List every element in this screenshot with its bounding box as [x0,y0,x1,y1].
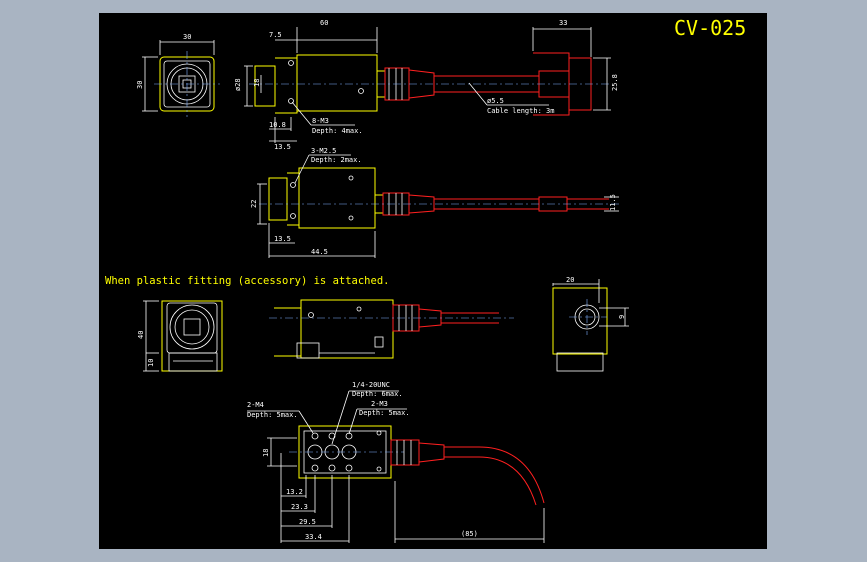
dim-acc-width: 20 [566,276,574,284]
dim-bot-29-5: 29.5 [299,518,316,526]
dim-side-height: 22 [250,200,258,208]
label-cable-length: Cable length: 3m [487,107,554,115]
label-m3-depth: Depth: 4max. [312,127,363,135]
dim-10-8: 10.8 [269,121,286,129]
dim-bot-13-2: 13.2 [286,488,303,496]
accessory-note: When plastic fitting (accessory) is atta… [105,275,389,287]
accessory-side-view [269,299,514,359]
label-m3b-depth: Depth: 5max. [359,409,410,417]
label-m25-depth: Depth: 2max. [311,156,362,164]
dim-13-5: 13.5 [274,143,291,151]
dim-front-width: 30 [183,33,191,41]
accessory-rear-view: 20 9 [552,276,629,372]
top-view-body: 60 7.5 ø28 18 10.8 13.5 8-M3 Depth: 4max… [234,19,619,151]
dim-connector-width: 33 [559,19,567,27]
label-m3-holes: 8-M3 [312,117,329,125]
label-m25-holes: 3-M2.5 [311,147,336,155]
dim-18: 18 [253,79,261,87]
accessory-front-view: 40 10 [137,300,223,372]
drawing-title: CV-025 [674,16,746,40]
label-m4-holes: 2-M4 [247,401,264,409]
dim-bot-23-3: 23.3 [291,503,308,511]
dim-bot-18: 18 [262,449,270,457]
dim-dia-28: ø28 [234,78,242,91]
label-cable-dia: ø5.5 [487,97,504,105]
label-unc-depth: Depth: 6max. [352,390,403,398]
dim-plug-11-5: 11.5 [609,194,617,211]
dim-side-44-5: 44.5 [311,248,328,256]
front-view-top: 30 30 [136,33,220,117]
dim-bot-85: (85) [461,530,478,538]
dim-bot-33-4: 33.4 [305,533,322,541]
cad-drawing-canvas: CV-025 30 30 [99,13,767,549]
cad-drawing-svg: CV-025 30 30 [105,16,746,543]
label-m4-depth: Depth: 5max. [247,411,298,419]
bottom-view: 2-M4 Depth: 5max. 1/4-20UNC Depth: 6max.… [247,381,545,543]
dim-acc-hole: 9 [618,315,626,319]
dim-body-length: 60 [320,19,328,27]
dim-acc-height: 40 [137,331,145,339]
label-unc-hole: 1/4-20UNC [352,381,390,389]
label-m3b-holes: 2-M3 [371,400,388,408]
dim-front-height: 30 [136,81,144,89]
side-view-body: 3-M2.5 Depth: 2max. 22 13.5 44.5 11.5 [250,147,619,258]
dim-offset-7-5: 7.5 [269,31,282,39]
dim-connector-height: 25.8 [611,74,619,91]
dim-side-13-5: 13.5 [274,235,291,243]
dim-acc-base: 10 [147,359,155,367]
